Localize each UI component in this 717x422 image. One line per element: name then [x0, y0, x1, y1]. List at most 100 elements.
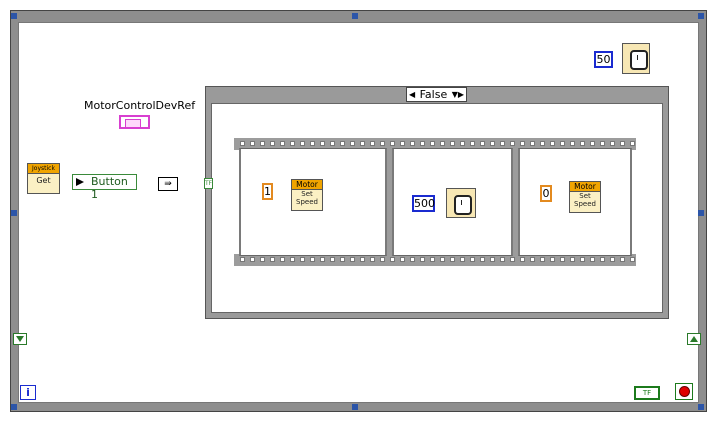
film-hole — [560, 141, 565, 146]
case-prev-icon[interactable]: ◀ — [409, 90, 416, 99]
unbundle-button-node[interactable]: Button 1 — [72, 174, 137, 201]
resize-handle-right[interactable] — [698, 210, 704, 216]
motor-set-speed-node-2[interactable]: Motor Set Speed — [569, 181, 601, 213]
film-hole — [420, 141, 425, 146]
shift-register-right[interactable] — [687, 333, 701, 345]
motor-node-line2: Speed — [574, 200, 596, 208]
sequence-separator-2 — [513, 148, 518, 256]
sequence-separator-1 — [387, 148, 392, 256]
film-hole — [580, 257, 585, 262]
film-hole — [250, 141, 255, 146]
film-hole — [340, 141, 345, 146]
film-hole — [260, 257, 265, 262]
film-hole — [440, 141, 445, 146]
film-hole — [410, 141, 415, 146]
motor-set-speed-node-1[interactable]: Motor Set Speed — [291, 179, 323, 211]
film-hole — [620, 141, 625, 146]
while-loop-bottom-border — [10, 403, 707, 412]
speed-off-constant[interactable]: 0 — [540, 185, 552, 202]
film-hole — [280, 141, 285, 146]
loop-wait-constant[interactable]: 50 — [594, 51, 613, 68]
film-hole — [420, 257, 425, 262]
button-field-label: Button 1 — [91, 175, 128, 201]
iteration-terminal-label: i — [26, 386, 30, 399]
resize-handle-bottom-left[interactable] — [11, 404, 17, 410]
stop-condition-terminal[interactable] — [675, 383, 693, 400]
film-hole — [300, 141, 305, 146]
film-hole — [540, 257, 545, 262]
film-hole — [400, 257, 405, 262]
wait-ms-node[interactable] — [446, 188, 476, 218]
shift-down-icon — [16, 336, 24, 342]
film-hole — [500, 141, 505, 146]
case-selector-value: False — [419, 88, 448, 101]
resize-handle-top-right[interactable] — [698, 13, 704, 19]
resize-handle-top[interactable] — [352, 13, 358, 19]
film-hole — [330, 257, 335, 262]
film-hole — [550, 257, 555, 262]
film-hole — [290, 141, 295, 146]
film-hole — [290, 257, 295, 262]
resize-handle-left[interactable] — [11, 210, 17, 216]
case-menu-icon[interactable]: ▼▶ — [451, 90, 464, 99]
film-hole — [390, 141, 395, 146]
not-gate-node[interactable]: ⇛ — [158, 177, 178, 191]
film-hole — [520, 257, 525, 262]
film-hole — [620, 257, 625, 262]
film-hole — [460, 141, 465, 146]
film-hole — [510, 141, 515, 146]
film-hole — [610, 141, 615, 146]
film-hole — [410, 257, 415, 262]
stop-boolean-constant[interactable]: TF — [634, 386, 660, 400]
while-loop-top-border — [10, 10, 707, 22]
resize-handle-bottom-right[interactable] — [698, 404, 704, 410]
film-hole — [380, 257, 385, 262]
joystick-title: Joystick — [28, 164, 59, 174]
film-hole — [550, 141, 555, 146]
case-selector[interactable]: ◀ False ▼▶ — [406, 87, 467, 102]
joystick-method: Get — [36, 176, 51, 185]
ref-label: MotorControlDevRef — [84, 99, 196, 112]
stop-icon — [679, 386, 690, 397]
film-hole — [250, 257, 255, 262]
clock-icon — [630, 50, 648, 70]
iteration-terminal[interactable]: i — [20, 385, 36, 400]
film-hole — [270, 257, 275, 262]
wait-ms-constant[interactable]: 500 — [412, 195, 435, 212]
film-hole — [390, 257, 395, 262]
film-hole — [490, 141, 495, 146]
film-hole — [300, 257, 305, 262]
film-hole — [430, 141, 435, 146]
film-hole — [320, 141, 325, 146]
motor-node-line1: Set — [301, 190, 313, 198]
loop-wait-node[interactable] — [622, 43, 650, 74]
film-hole — [240, 141, 245, 146]
film-hole — [530, 141, 535, 146]
speed-on-constant[interactable]: 1 — [262, 183, 273, 200]
film-hole — [350, 141, 355, 146]
resize-handle-top-left[interactable] — [11, 13, 17, 19]
film-hole — [280, 257, 285, 262]
film-hole — [360, 141, 365, 146]
not-gate-symbol: ⇛ — [164, 179, 172, 189]
film-hole — [530, 257, 535, 262]
film-hole — [540, 141, 545, 146]
while-loop-outline — [10, 10, 707, 412]
film-hole — [460, 257, 465, 262]
film-hole — [450, 141, 455, 146]
resize-handle-bottom[interactable] — [352, 404, 358, 410]
motor-ref-constant[interactable] — [119, 115, 150, 129]
film-hole — [520, 141, 525, 146]
film-hole — [490, 257, 495, 262]
shift-register-left[interactable] — [13, 333, 27, 345]
film-hole — [510, 257, 515, 262]
film-hole — [470, 257, 475, 262]
case-selector-terminal[interactable]: TF — [204, 178, 213, 189]
joystick-get-node[interactable]: Joystick Get — [27, 163, 60, 194]
motor-node-title: Motor — [292, 180, 322, 190]
film-hole — [440, 257, 445, 262]
film-hole — [430, 257, 435, 262]
motor-node-line1: Set — [579, 192, 591, 200]
shift-up-icon — [690, 336, 698, 342]
motor-node-line2: Speed — [296, 198, 318, 206]
